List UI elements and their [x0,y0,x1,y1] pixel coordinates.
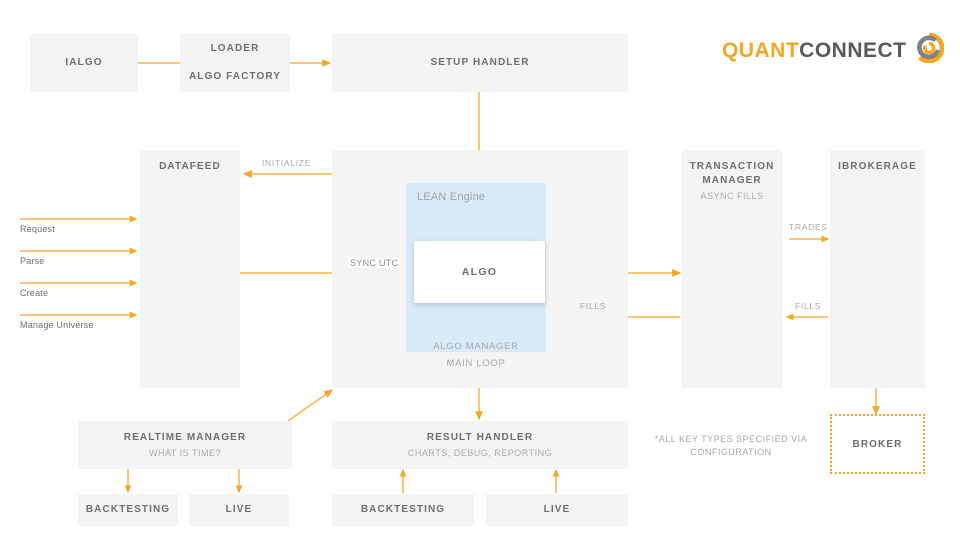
node-main-loop-label: MAIN LOOP [446,358,506,369]
node-result-handler-title: RESULT HANDLER [426,431,534,443]
node-result-live-title: LIVE [543,504,571,515]
node-datafeed-title: DATAFEED [159,161,221,172]
node-loader-title: LOADER [210,43,260,54]
input-label-create: Create [20,288,49,298]
edge-label-fills-left: FILLS [580,301,607,311]
node-setup-handler-title: SETUP HANDLER [430,57,530,68]
node-algo-factory-title: ALGO FACTORY [188,71,282,82]
edge-label-fills-right: FILLS [795,301,822,311]
logo-word-connect: CONNECT [799,39,907,62]
node-realtime-live-title: LIVE [225,504,253,515]
node-ialgo[interactable]: IALGO [30,34,138,92]
node-datafeed[interactable]: DATAFEED [140,150,240,388]
node-broker[interactable]: BROKER [830,414,925,474]
node-result-backtesting[interactable]: BACKTESTING [332,494,474,526]
node-realtime-backtesting[interactable]: BACKTESTING [78,494,178,526]
node-loader[interactable]: LOADER ALGO FACTORY [180,34,290,92]
node-algo-manager-label: ALGO MANAGER [433,341,519,352]
footnote: *ALL KEY TYPES SPECIFIED VIA CONFIGURATI… [650,433,812,459]
node-realtime-manager[interactable]: REALTIME MANAGER WHAT IS TIME? [78,421,292,469]
arrow-realtime-to-engine [287,389,334,422]
node-transaction-manager-title: TRANSACTION MANAGER [689,161,775,186]
logo-word-quant: QUANT [722,39,800,62]
node-setup-handler[interactable]: SETUP HANDLER [332,34,628,92]
node-lean-engine-label: LEAN Engine [417,191,486,203]
node-result-backtesting-title: BACKTESTING [360,504,446,515]
node-result-handler[interactable]: RESULT HANDLER CHARTS, DEBUG, REPORTING [332,421,628,469]
quantconnect-swirl-icon [914,32,944,68]
node-realtime-backtesting-title: BACKTESTING [85,504,171,515]
node-realtime-manager-sub: WHAT IS TIME? [148,447,221,458]
node-ibrokerage[interactable]: IBROKERAGE [830,150,925,388]
footnote-line-1: *ALL KEY TYPES SPECIFIED VIA [654,434,808,444]
footnote-line-2: CONFIGURATION [690,447,772,457]
edge-label-trades: TRADES [789,222,828,232]
node-broker-title: BROKER [852,438,903,450]
input-label-manage-universe: Manage Universe [20,320,94,330]
node-ibrokerage-title: IBROKERAGE [838,161,917,172]
node-realtime-live[interactable]: LIVE [189,494,289,526]
node-result-handler-sub: CHARTS, DEBUG, REPORTING [407,447,553,458]
node-transaction-manager[interactable]: TRANSACTION MANAGER ASYNC FILLS [682,150,782,388]
node-realtime-manager-title: REALTIME MANAGER [123,431,247,443]
node-algo[interactable]: ALGO [414,241,545,303]
input-label-parse: Parse [20,256,45,266]
node-ialgo-title: IALGO [65,57,103,68]
node-algo-title: ALGO [461,266,498,278]
edge-label-sync-utc: SYNC UTC [348,258,401,268]
input-label-request: Request [20,224,55,234]
edge-label-initialize: INITIALIZE [262,158,312,168]
node-result-live[interactable]: LIVE [486,494,628,526]
node-transaction-manager-sub: ASYNC FILLS [700,191,764,201]
